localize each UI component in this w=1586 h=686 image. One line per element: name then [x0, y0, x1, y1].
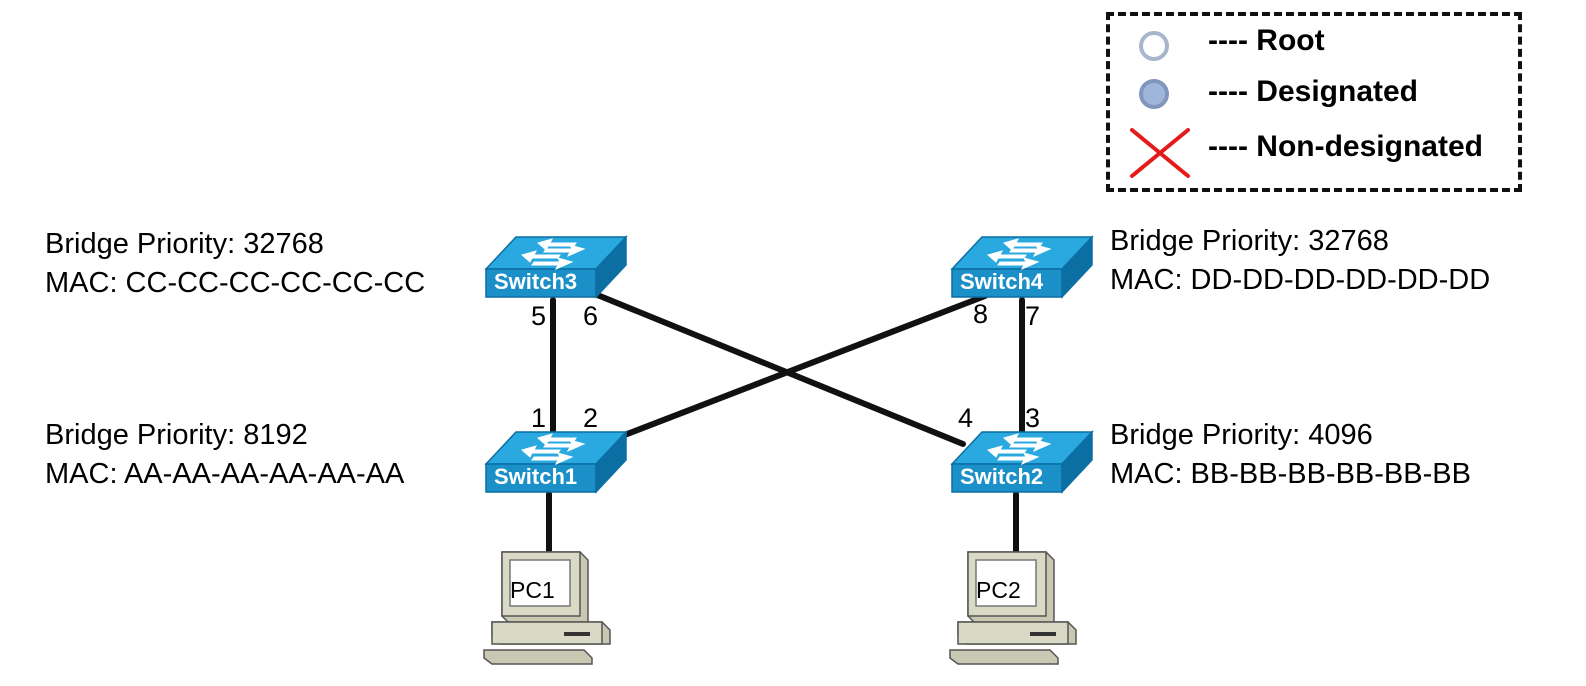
- pc2-icon[interactable]: PC2: [949, 551, 1077, 665]
- link-sw4-sw1: [619, 293, 988, 439]
- root-port-icon: [1139, 31, 1169, 61]
- port-1-label: 1: [531, 403, 547, 433]
- link-sw3-sw2: [592, 291, 966, 447]
- port-6-label: 6: [583, 301, 599, 331]
- port-2-label: 2: [583, 403, 599, 433]
- legend-non-designated-label: ---- Non-designated: [1208, 130, 1483, 163]
- port-4-label: 4: [958, 403, 974, 433]
- legend-root-label: ---- Root: [1208, 24, 1325, 57]
- port-8-label: 8: [973, 299, 989, 329]
- switch2-icon[interactable]: Switch2: [951, 431, 1093, 493]
- switch2-name: Switch2: [960, 464, 1043, 489]
- switch4-icon[interactable]: Switch4: [951, 236, 1093, 298]
- port-3-label: 3: [1025, 403, 1041, 433]
- designated-port-icon: [1139, 79, 1169, 109]
- non-designated-port-icon: [1130, 128, 1190, 178]
- switch1-mac: MAC: AA-AA-AA-AA-AA-AA: [45, 458, 405, 490]
- switch3-priority: Bridge Priority: 32768: [45, 228, 324, 260]
- pc2-name: PC2: [976, 577, 1021, 603]
- switch2-priority: Bridge Priority: 4096: [1110, 419, 1373, 451]
- switch4-priority: Bridge Priority: 32768: [1110, 225, 1389, 257]
- legend: [1106, 12, 1522, 192]
- switch3-icon[interactable]: Switch3: [485, 236, 627, 298]
- port-7-label: 7: [1025, 301, 1041, 331]
- switch1-priority: Bridge Priority: 8192: [45, 419, 308, 451]
- legend-designated-label: ---- Designated: [1208, 75, 1418, 108]
- switch2-mac: MAC: BB-BB-BB-BB-BB-BB: [1110, 458, 1471, 490]
- pc1-name: PC1: [510, 577, 555, 603]
- switch3-mac: MAC: CC-CC-CC-CC-CC-CC: [45, 267, 426, 299]
- pc1-icon[interactable]: PC1: [483, 551, 611, 665]
- switch1-name: Switch1: [494, 464, 577, 489]
- switch4-name: Switch4: [960, 269, 1044, 294]
- switch3-name: Switch3: [494, 269, 577, 294]
- port-5-label: 5: [531, 301, 547, 331]
- switch1-icon[interactable]: Switch1: [485, 431, 627, 493]
- switch4-mac: MAC: DD-DD-DD-DD-DD-DD: [1110, 264, 1491, 296]
